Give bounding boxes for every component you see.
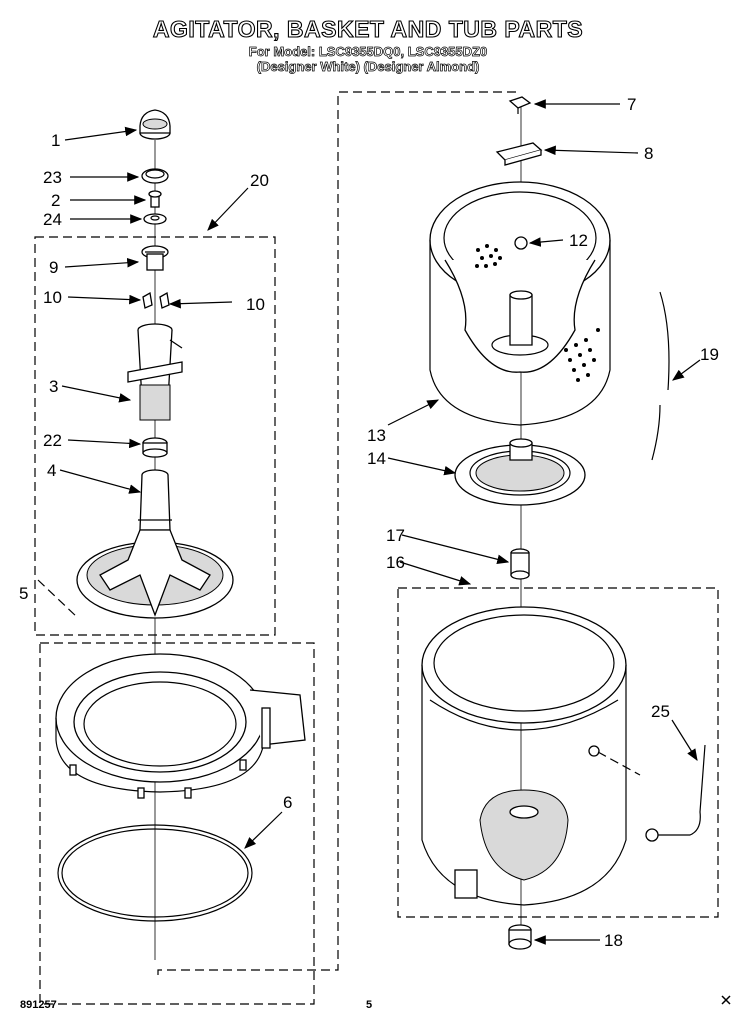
callout-1: 1 [51,131,60,150]
auger [127,323,183,421]
callout-2: 2 [51,191,60,210]
tub-ring-seal [57,824,253,922]
outer-tub [421,606,627,906]
callout-17: 17 [386,526,405,545]
tub-ring [55,653,306,799]
agitator-base [76,469,234,619]
cap-clip [141,168,169,184]
callout-12: 12 [569,231,588,250]
auger-clutch [142,437,168,458]
callout-10-right: 10 [246,295,265,314]
callout-16: 16 [386,553,405,572]
agitator-dogs [142,291,170,309]
color-line: (Designer White) (Designer Almond) [256,59,480,75]
outer-tub-group-box [397,587,719,918]
callout-6: 6 [283,793,292,812]
group-5-link [37,579,79,619]
callout-13: 13 [367,426,386,445]
callout-19: 19 [700,345,719,364]
callout-10-left: 10 [43,288,62,307]
callout-14: 14 [367,449,386,468]
agitator-cam [141,245,169,271]
callout-22: 22 [43,431,62,450]
callout-18: 18 [604,931,623,950]
diagram-title: AGITATOR, BASKET AND TUB PARTS [152,15,584,42]
callout-25: 25 [651,702,670,721]
diagram-number: 891257 [20,999,57,1011]
callout-3: 3 [49,377,58,396]
callout-5: 5 [19,584,28,603]
agitator-bolt [148,190,162,208]
assembly-connector-path [157,91,520,975]
corner-mark-icon [721,995,731,1005]
tub-ring-group-box [39,642,315,1005]
callout-23: 23 [43,168,62,187]
washer [143,213,167,225]
agitator-cap [139,109,171,140]
drain-hose [597,744,706,842]
page-number: 5 [366,999,372,1011]
wash-basket [429,181,611,426]
tub-drive-nut [508,924,532,950]
callout-7: 7 [627,95,636,114]
callout-24: 24 [43,210,62,229]
spin-tube-seal [510,548,530,580]
callout-9: 9 [49,258,58,277]
basket-hub [454,438,586,506]
callout-4: 4 [47,461,56,480]
callout-8: 8 [644,144,653,163]
model-line: For Model: LSC9355DQ0, LSC9355DZ0 [248,44,488,60]
callout-20: 20 [250,171,269,190]
basket-nut [508,96,532,114]
overflow-hose [651,291,670,461]
drive-block [495,142,543,166]
